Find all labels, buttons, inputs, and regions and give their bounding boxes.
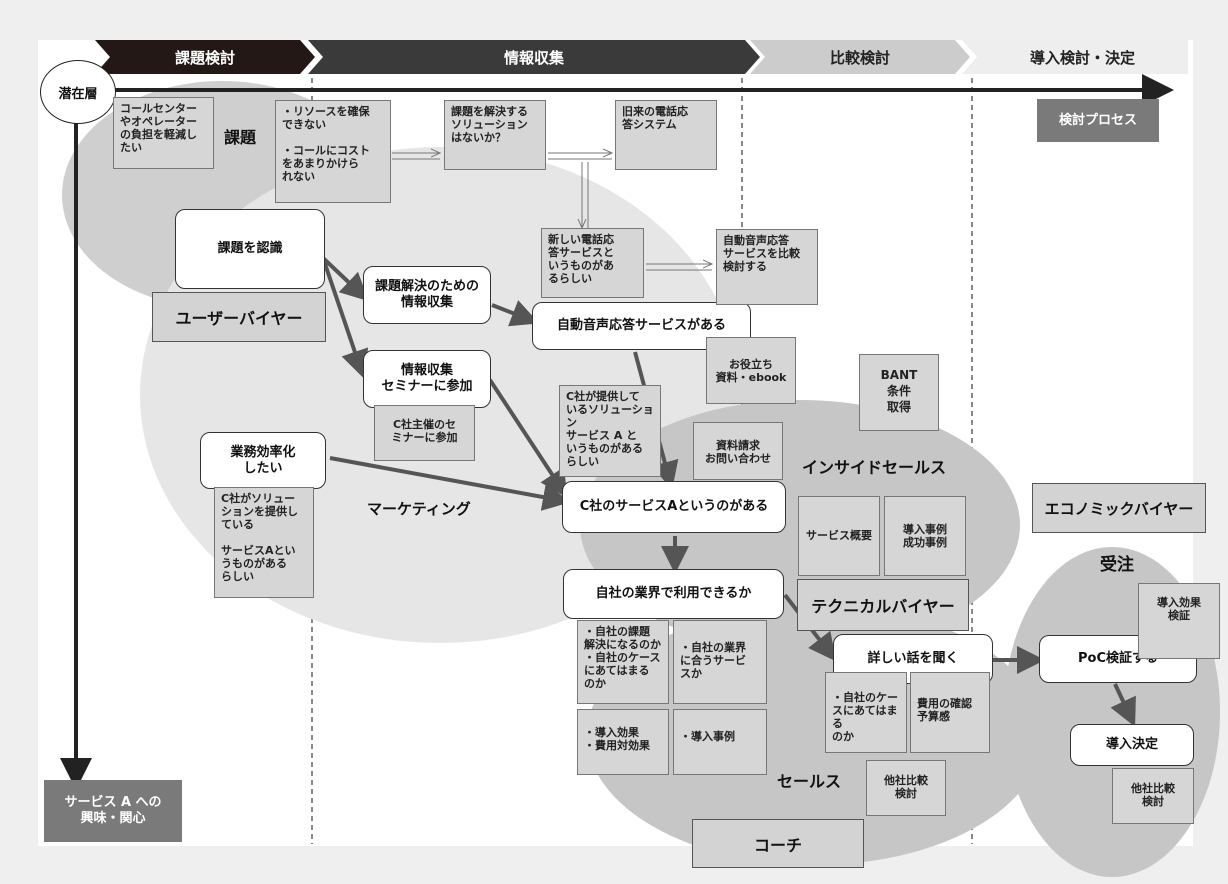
note-case-studies: 導入事例 成功事例 — [884, 496, 966, 576]
note-fit-industry: ・自社の業界 に合うサービ スか — [673, 620, 767, 704]
process-label: 検討プロセス — [1037, 99, 1159, 142]
note-compare-auto: 自動音声応答 サービスを比較 検討する — [716, 229, 818, 305]
note-bant: BANT 条件 取得 — [859, 354, 939, 431]
stage-chevron-4 — [962, 40, 1188, 74]
note-seminar-c: C社主催のセ ミナーに参加 — [374, 405, 475, 461]
stage-chevron-2 — [308, 40, 760, 74]
step-service-a: C社のサービスAというのがある — [562, 481, 786, 533]
note-effect-verify: 導入効果 検証 — [1138, 583, 1220, 659]
region-order-label: 受注 — [1100, 555, 1134, 575]
note-c-solution-2: C社がソリュー ションを提供し ている サービスAとい うものがある らしい — [214, 487, 314, 598]
step-efficiency: 業務効率化 したい — [200, 432, 326, 489]
stage-label-info: 情報収集 — [503, 48, 564, 67]
persona-coach: コーチ — [692, 819, 864, 868]
note-doc-request: 資料請求 お問い合わせ — [693, 422, 783, 480]
stage-chevron-3 — [750, 40, 970, 74]
note-new-phone: 新しい電話応 答サービスと いうものがあ るらしい — [541, 228, 644, 298]
latent-layer-circle: 潜在層 — [40, 60, 116, 124]
stage-label-kadai: 課題検討 — [174, 48, 235, 67]
note-compare-other-2: 他社比較 検討 — [1112, 768, 1194, 824]
region-inside-sales-label: インサイドセールス — [802, 458, 947, 477]
stage-label-compare: 比較検討 — [829, 48, 890, 67]
stage-label-decide: 導入検討・決定 — [1029, 48, 1135, 67]
step-decision: 導入決定 — [1070, 724, 1194, 766]
persona-technical-buyer: テクニカルバイヤー — [797, 579, 969, 631]
step-recognize: 課題を認識 — [175, 209, 325, 289]
stage-chevron-1 — [95, 40, 315, 74]
step-info-gathering: 課題解決のための 情報収集 — [363, 266, 491, 324]
flow-arrows — [321, 256, 1136, 727]
note-legacy-phone: 旧来の電話応 答システム — [615, 100, 717, 170]
region-marketing-label: マーケティング — [367, 500, 471, 518]
persona-economic-buyer: エコノミックバイヤー — [1032, 483, 1206, 533]
note-callcenter: コールセンター やオペレーター の負担を軽減し たい — [113, 97, 214, 169]
note-solve-issue: ・自社の課題 解決になるのか ・自社のケース にあてはまる のか — [577, 620, 669, 704]
note-service-overview: サービス概要 — [798, 496, 880, 576]
note-own-case: ・自社のケー スにあてはまる のか — [825, 672, 907, 753]
note-useful-docs: お役立ち 資料・ebook — [706, 337, 796, 404]
note-case-example: ・導入事例 — [673, 709, 767, 775]
step-seminar: 情報収集 セミナーに参加 — [363, 350, 491, 408]
note-solution-question: 課題を解決する ソリューション はないか？ — [444, 100, 546, 170]
note-roi: ・導入効果 ・費用対効果 — [577, 709, 669, 775]
step-industry: 自社の業界で利用できるか — [563, 569, 784, 619]
note-compare-other: 他社比較 検討 — [866, 760, 946, 816]
persona-user-buyer: ユーザーバイヤー — [152, 292, 326, 342]
region-kadai-label: 課題 — [224, 128, 257, 147]
interest-label: サービス A への 興味・関心 — [44, 780, 182, 842]
note-c-solution: C社が提供して いるソリューショ ン サービス A と いうものがある らしい — [559, 385, 661, 477]
note-resources: ・リソースを確保 できない ・コールにコスト をあまりかけら れない — [275, 100, 391, 203]
region-sales-label: セールス — [777, 772, 842, 791]
note-cost-check: 費用の確認 予算感 — [910, 672, 990, 753]
hollow-arrows — [392, 153, 712, 271]
